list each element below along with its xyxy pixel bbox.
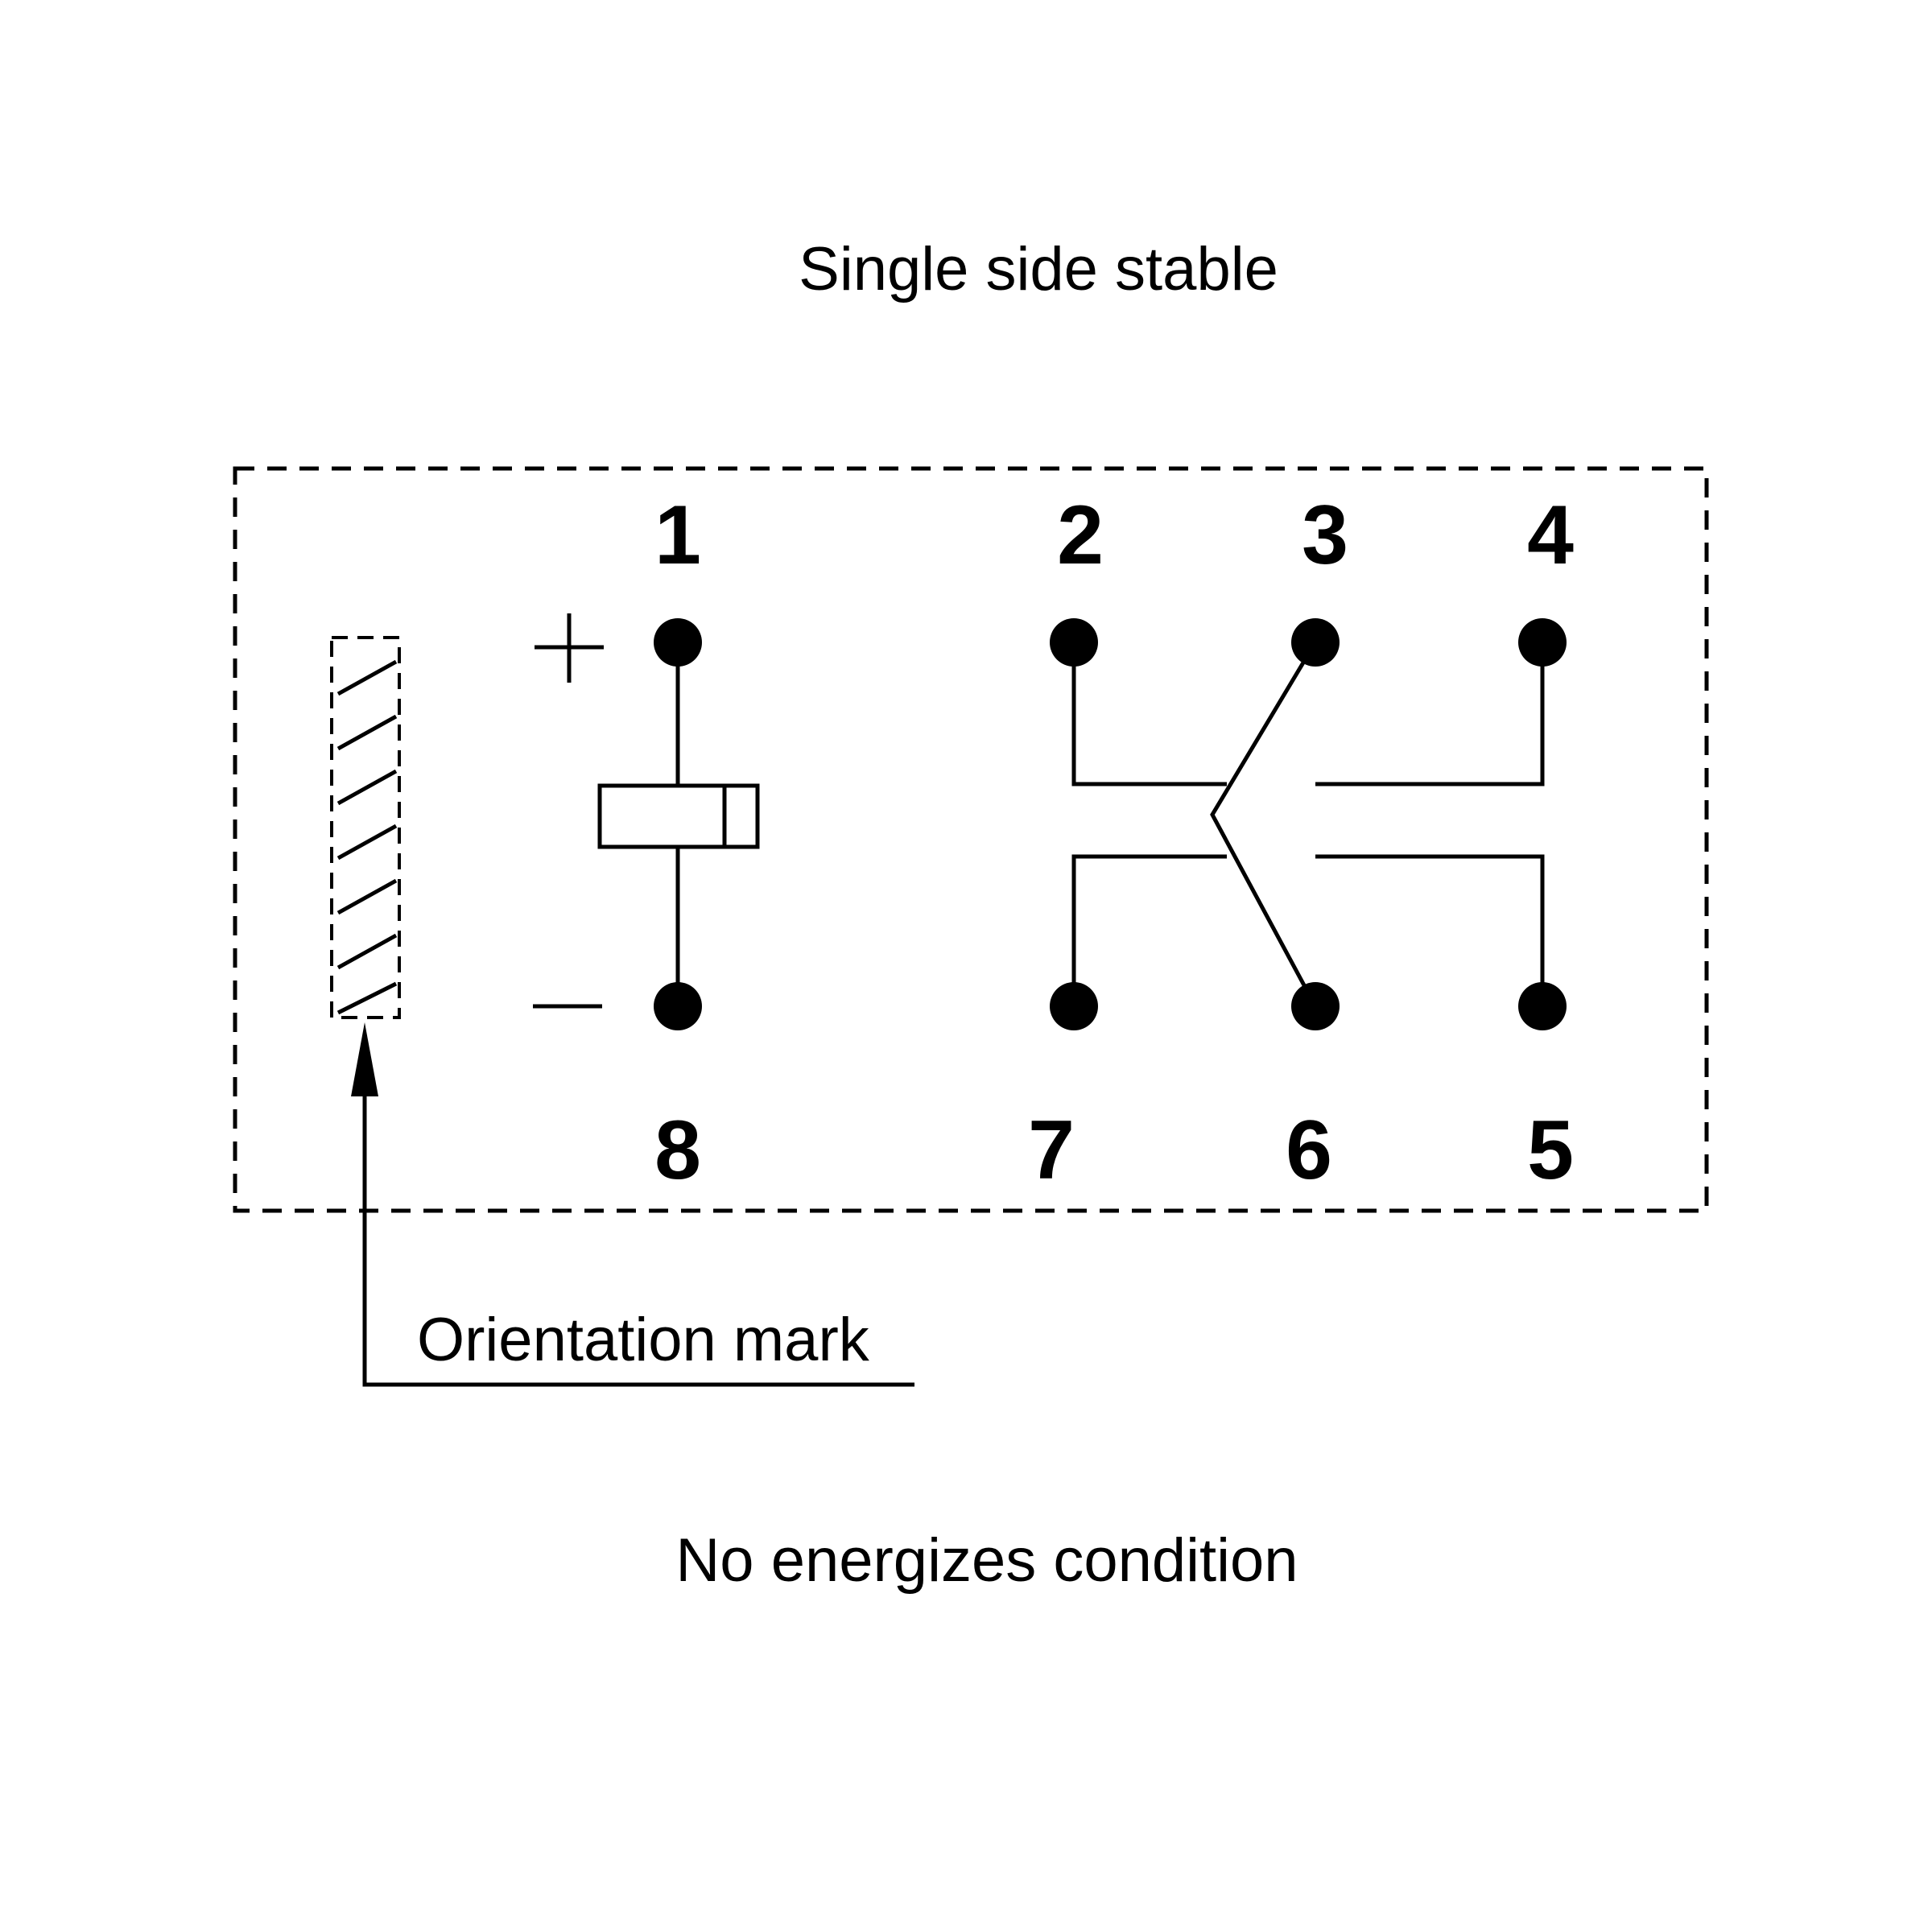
- pin-7-label: 7: [1028, 1104, 1075, 1197]
- pin-4-label: 4: [1527, 489, 1574, 582]
- terminal-4: [1518, 618, 1567, 667]
- terminal-1: [654, 618, 702, 667]
- terminal-6: [1291, 982, 1340, 1030]
- pin-5-label: 5: [1527, 1104, 1574, 1197]
- terminal-8: [654, 982, 702, 1030]
- plus-sign: [535, 613, 604, 683]
- contact-wiring: [1071, 641, 1545, 1008]
- terminal-7: [1050, 982, 1098, 1030]
- coil: [597, 642, 760, 1006]
- package-outline: [233, 466, 1709, 1213]
- orientation-mark: [330, 636, 401, 1019]
- diagram-title: Single side stable: [799, 235, 1278, 303]
- diagram-caption: No energizes condition: [675, 1526, 1298, 1595]
- pin-3-label: 3: [1302, 489, 1348, 582]
- orientation-arrow: [351, 1022, 914, 1387]
- pin-1-label: 1: [654, 489, 701, 582]
- pin-8-label: 8: [654, 1104, 701, 1197]
- pin-2-label: 2: [1057, 489, 1104, 582]
- terminal-5: [1518, 982, 1567, 1030]
- terminal-3: [1291, 618, 1340, 667]
- terminal-2: [1050, 618, 1098, 667]
- pin-6-label: 6: [1286, 1104, 1332, 1197]
- orientation-label: Orientation mark: [417, 1306, 870, 1374]
